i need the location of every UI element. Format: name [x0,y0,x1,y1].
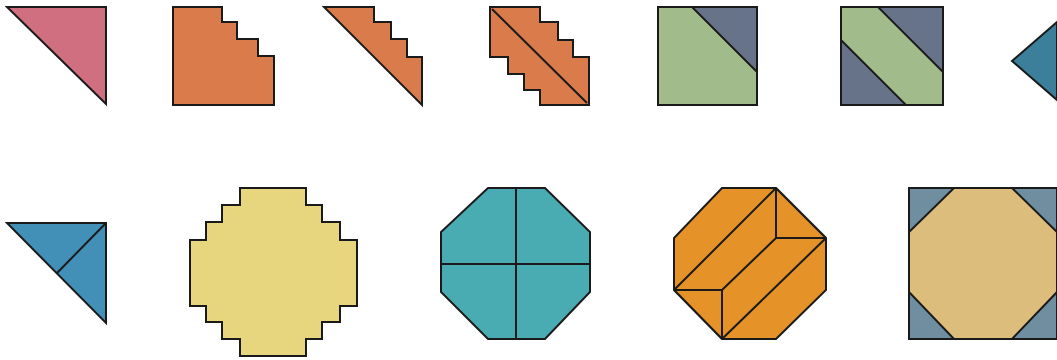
butter-region [190,188,357,356]
half-square-triangle-tile [7,7,106,104]
diagonal-band-square-tile [841,7,943,105]
striped-octagon-tile [674,188,826,339]
quartered-octagon-tile [441,188,590,339]
orange-region [324,7,422,105]
stepped-octagon-tile [190,188,357,356]
stepped-diagonal-band-tile [490,7,589,105]
teal_blue-region [1012,22,1057,100]
octagon-in-square-tile [909,188,1057,339]
stepped-corner-square-tile [173,7,274,105]
stepped-triangle-tile [324,7,422,105]
partial-diamond-tile [1012,22,1057,100]
orange-region [173,7,274,105]
tan-region [909,188,1057,339]
split-triangle-tile [7,223,106,323]
corner-triangle-square-tile [658,7,757,105]
pink-region [7,7,106,104]
